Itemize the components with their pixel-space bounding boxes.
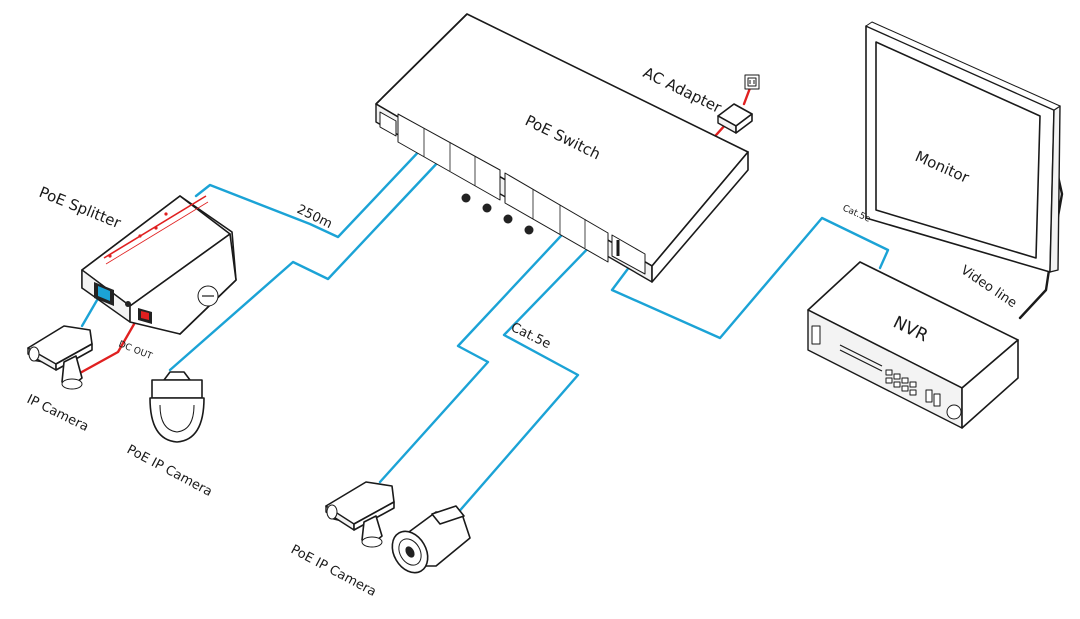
poe-ip-camera-dome-label: PoE IP Camera — [124, 442, 214, 500]
dome-camera-icon — [149, 371, 205, 443]
nvr-icon — [807, 261, 1019, 429]
cat5e-main-label: Cat.5e — [508, 320, 553, 352]
cable-splitter-to-ip-camera — [80, 293, 102, 328]
poe-ip-camera-bottom-label: PoE IP Camera — [288, 542, 378, 600]
ac-adapter-icon — [717, 103, 753, 134]
cable-outlet-to-adapter — [742, 86, 752, 106]
ellipsis-dots — [461, 193, 534, 235]
cable-switch-to-box-camera — [378, 221, 575, 484]
cable-switch-to-nvr — [610, 216, 890, 340]
poe-splitter-icon — [81, 195, 237, 335]
network-cables — [80, 144, 890, 517]
poe-splitter-label: PoE Splitter — [37, 183, 125, 232]
cable-switch-to-dome-camera — [168, 158, 442, 372]
box-camera-icon — [27, 325, 93, 390]
box-camera-icon — [325, 481, 395, 548]
power-outlet-icon — [744, 74, 760, 90]
video-line-label: Video line — [958, 263, 1019, 311]
poe-switch-icon — [375, 13, 749, 283]
distance-label: 250m — [294, 202, 334, 232]
cable-splitter-dc-to-ip-camera — [78, 310, 143, 375]
cable-switch-to-splitter — [194, 144, 426, 239]
dc-out-label: DC OUT — [117, 340, 154, 363]
bullet-camera-icon — [391, 505, 471, 574]
nvr-buttons — [885, 369, 941, 407]
ip-camera-label: IP Camera — [24, 392, 91, 435]
monitor-icon — [865, 21, 1061, 273]
cable-switch-to-bullet-camera — [454, 236, 600, 517]
